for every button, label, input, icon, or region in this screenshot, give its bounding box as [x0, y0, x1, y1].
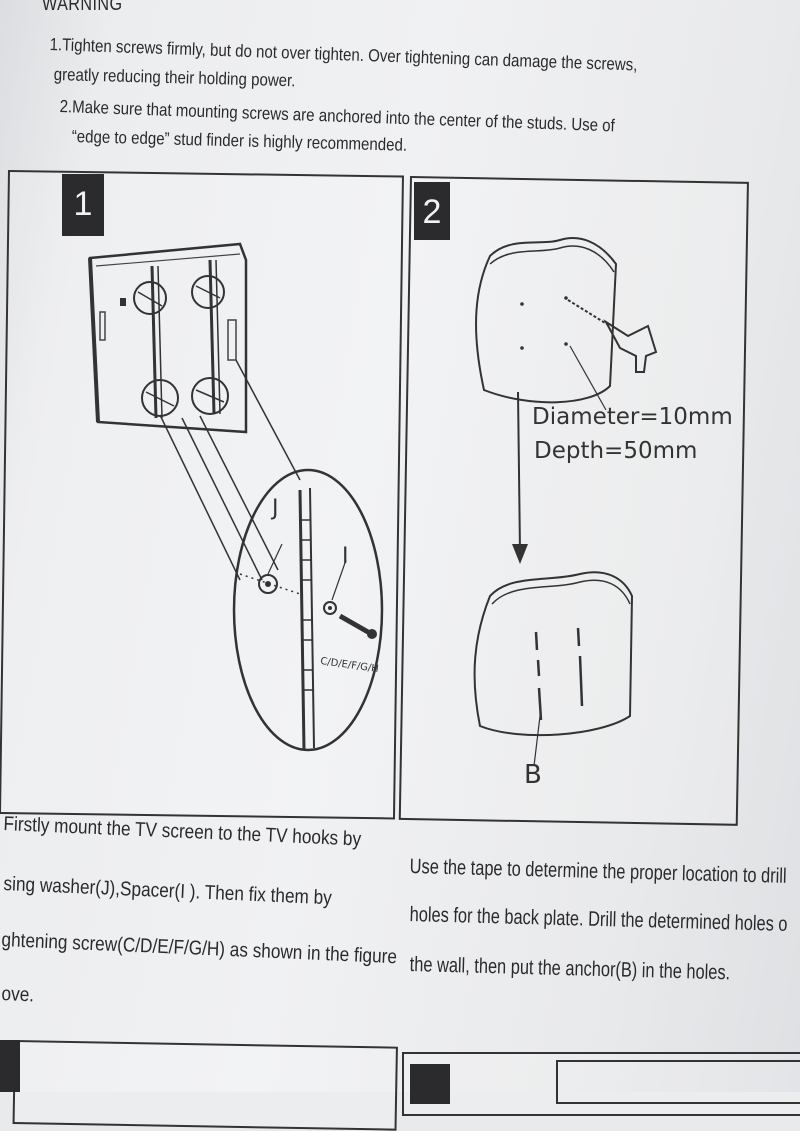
step1-caption-line-4: ove. [1, 983, 35, 1007]
step2-caption-line-2: holes for the back plate. Drill the dete… [409, 903, 788, 936]
step4-inner-box-partial [556, 1060, 800, 1104]
step2-illustration [473, 237, 658, 767]
warning-title: WARNING [42, 0, 123, 15]
step4-number-partial [410, 1064, 450, 1104]
step2-label-b: B [524, 760, 542, 790]
step1-caption-line-1: Firstly mount the TV screen to the TV ho… [3, 813, 362, 851]
step2-caption-line-3: the wall, then put the anchor(B) in the … [409, 953, 731, 985]
step1-caption-line-3: ghtening screw(C/D/E/F/G/H) as shown in … [1, 929, 398, 969]
step2-diameter: Diameter=10mm [532, 404, 733, 430]
step1-illustration [88, 242, 384, 752]
step1-caption-line-2: sing washer(J),Spacer(I ). Then fix them… [3, 873, 333, 910]
step2-caption-line-1: Use the tape to determine the proper loc… [409, 855, 787, 888]
step1-label-j: J [272, 496, 279, 521]
step1-number: 1 [62, 174, 104, 236]
step2-depth: Depth=50mm [534, 438, 698, 464]
warning-line-4: “edge to edge” stud finder is highly rec… [71, 126, 408, 155]
step2-number: 2 [414, 182, 450, 240]
warning-line-2: greatly reducing their holding power. [53, 64, 296, 91]
step1-label-i: I [342, 544, 349, 569]
step3-number-partial [0, 1040, 20, 1092]
step3-panel-partial [12, 1040, 398, 1131]
